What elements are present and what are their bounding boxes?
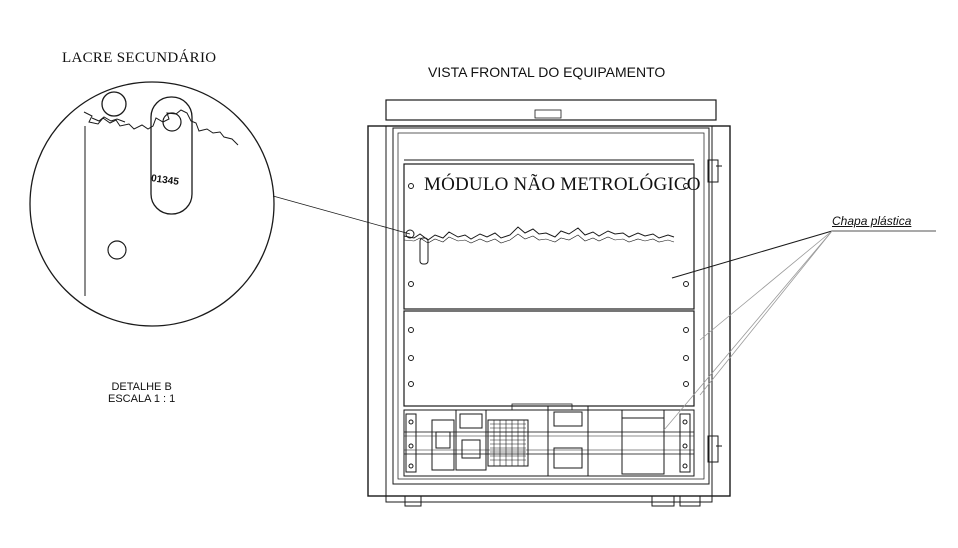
- detail-caption-line1: DETALHE B: [111, 381, 172, 393]
- equipment-front-view: [367, 99, 731, 507]
- detail-caption-line2: ESCALA 1 : 1: [108, 393, 176, 405]
- detail-title: LACRE SECUNDÁRIO: [62, 50, 217, 66]
- detail-leader-line: [272, 195, 411, 235]
- front-view-title: VISTA FRONTAL DO EQUIPAMENTO: [428, 64, 666, 80]
- detail-caption: DETALHE B ESCALA 1 : 1: [108, 381, 175, 405]
- callout-leaders: [663, 230, 936, 431]
- module-label: MÓDULO NÃO METROLÓGICO: [424, 174, 701, 195]
- callout-label: Chapa plástica: [832, 214, 912, 228]
- detail-b-view: [29, 81, 275, 327]
